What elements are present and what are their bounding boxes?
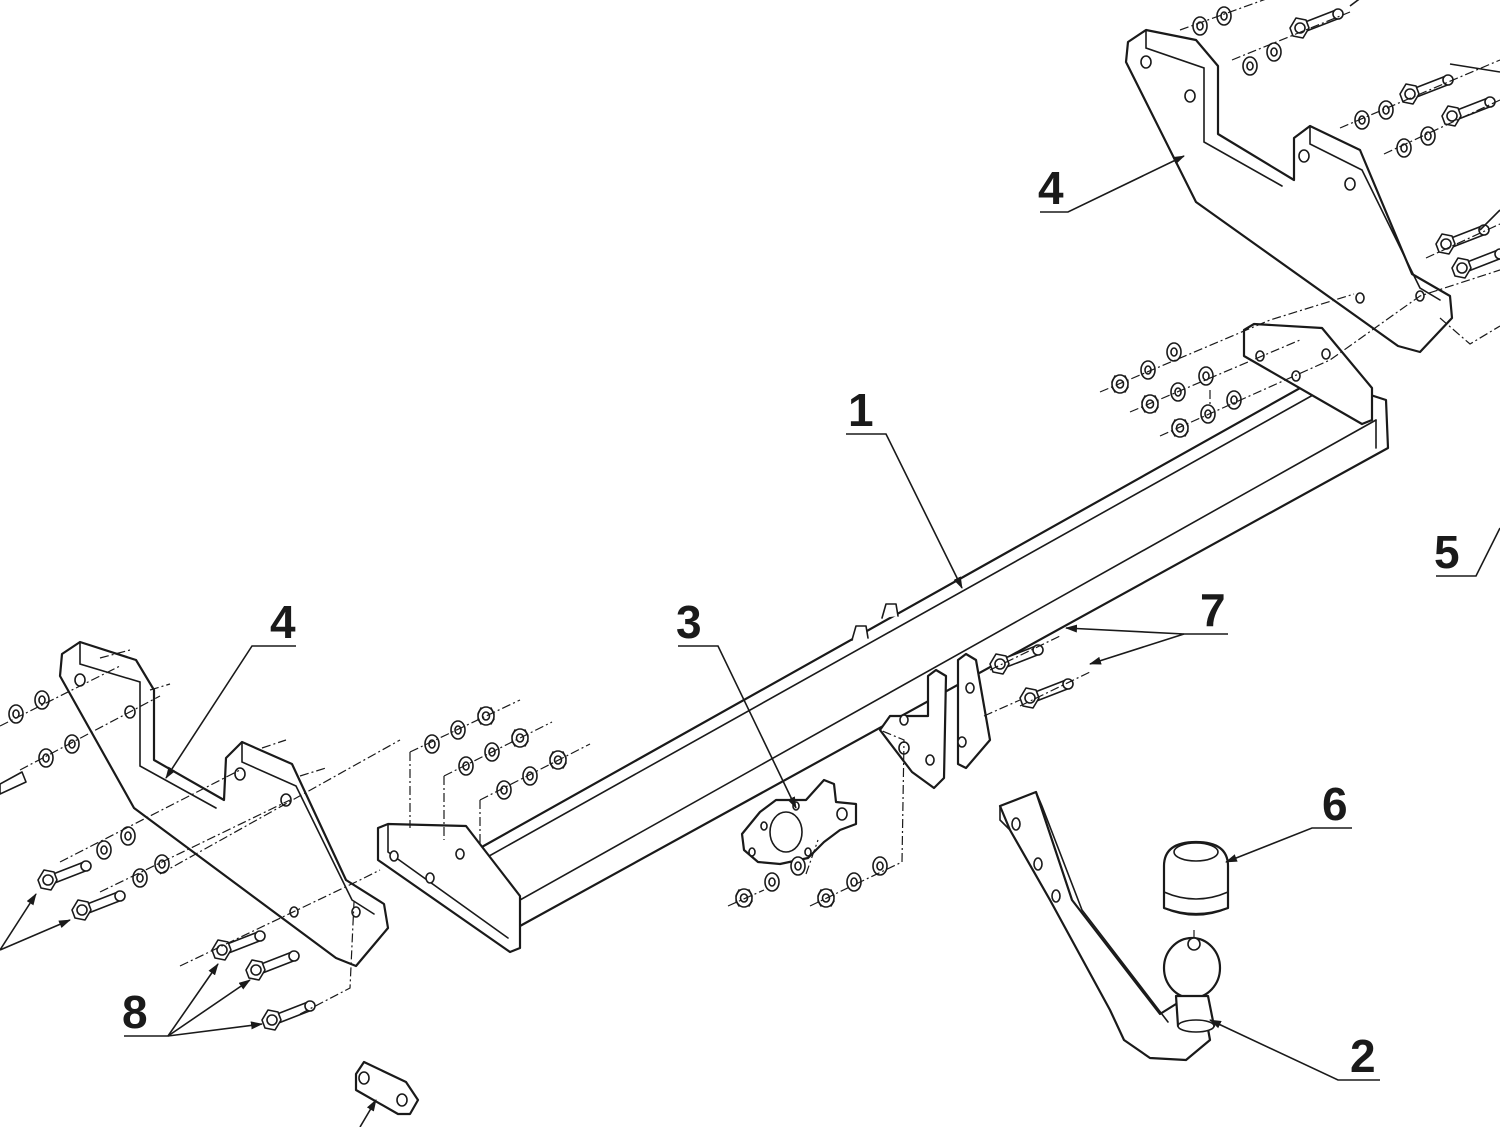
center-lines: [0, 0, 1500, 1015]
side-bracket-left: [58, 640, 390, 968]
callout-5: 5: [1434, 526, 1460, 578]
crossbar: [376, 322, 1390, 954]
callout-4-bottom: 4: [270, 596, 296, 648]
callout-3: 3: [676, 596, 702, 648]
fasteners: [0, 6, 1500, 1031]
socket-plate: [740, 778, 858, 866]
bolt-r3: [1441, 96, 1496, 127]
tow-ball-neck: [998, 790, 1222, 1062]
spacer-link: [354, 1060, 420, 1116]
callout-6: 6: [1322, 778, 1348, 830]
side-bracket-right: [1124, 28, 1454, 354]
callout-4-top: 4: [1038, 162, 1064, 214]
callout-2: 2: [1350, 1030, 1376, 1082]
bolt-r5: [1451, 248, 1500, 279]
callout-7: 7: [1200, 584, 1226, 636]
callout-1: 1: [848, 384, 874, 436]
callout-labels: 1 2 3 4 4 5 6 7 8: [122, 162, 1460, 1082]
callout-8: 8: [122, 986, 148, 1038]
ball-cap: [1162, 840, 1230, 916]
